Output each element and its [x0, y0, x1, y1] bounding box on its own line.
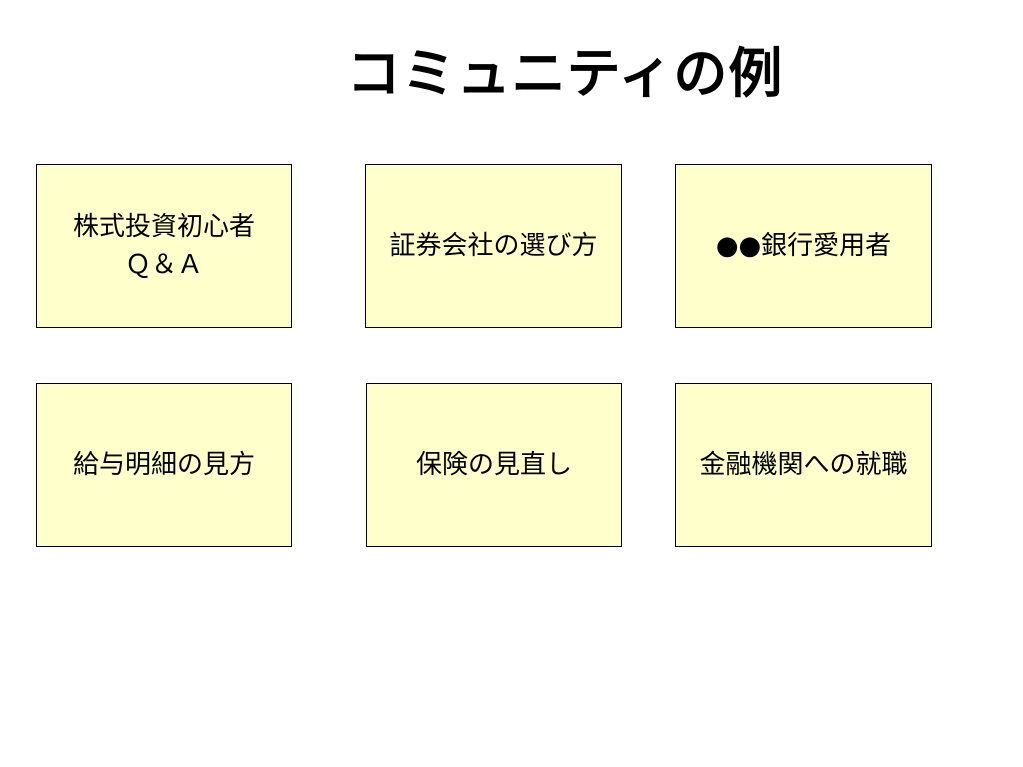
community-card-bank-users[interactable]: ●●銀行愛用者	[675, 164, 932, 328]
community-card-choosing-brokerage[interactable]: 証券会社の選び方	[365, 164, 622, 328]
card-label-line-1: 株式投資初心者	[72, 212, 255, 242]
card-label: ●●銀行愛用者	[715, 231, 892, 261]
community-card-stock-investing[interactable]: 株式投資初心者 Ｑ＆Ａ	[36, 164, 292, 328]
card-label: 保険の見直し	[415, 450, 572, 480]
community-card-finance-jobs[interactable]: 金融機関への就職	[675, 383, 932, 547]
card-label-line-2: Ｑ＆Ａ	[124, 250, 203, 280]
slide-title: コミュニティの例	[346, 42, 784, 105]
card-label: 証券会社の選び方	[389, 231, 598, 261]
community-card-payslip[interactable]: 給与明細の見方	[36, 383, 292, 547]
card-label: 給与明細の見方	[72, 450, 255, 480]
card-label: 株式投資初心者 Ｑ＆Ａ	[50, 208, 278, 284]
community-card-insurance-review[interactable]: 保険の見直し	[366, 383, 622, 547]
card-label: 金融機関への就職	[699, 450, 908, 480]
